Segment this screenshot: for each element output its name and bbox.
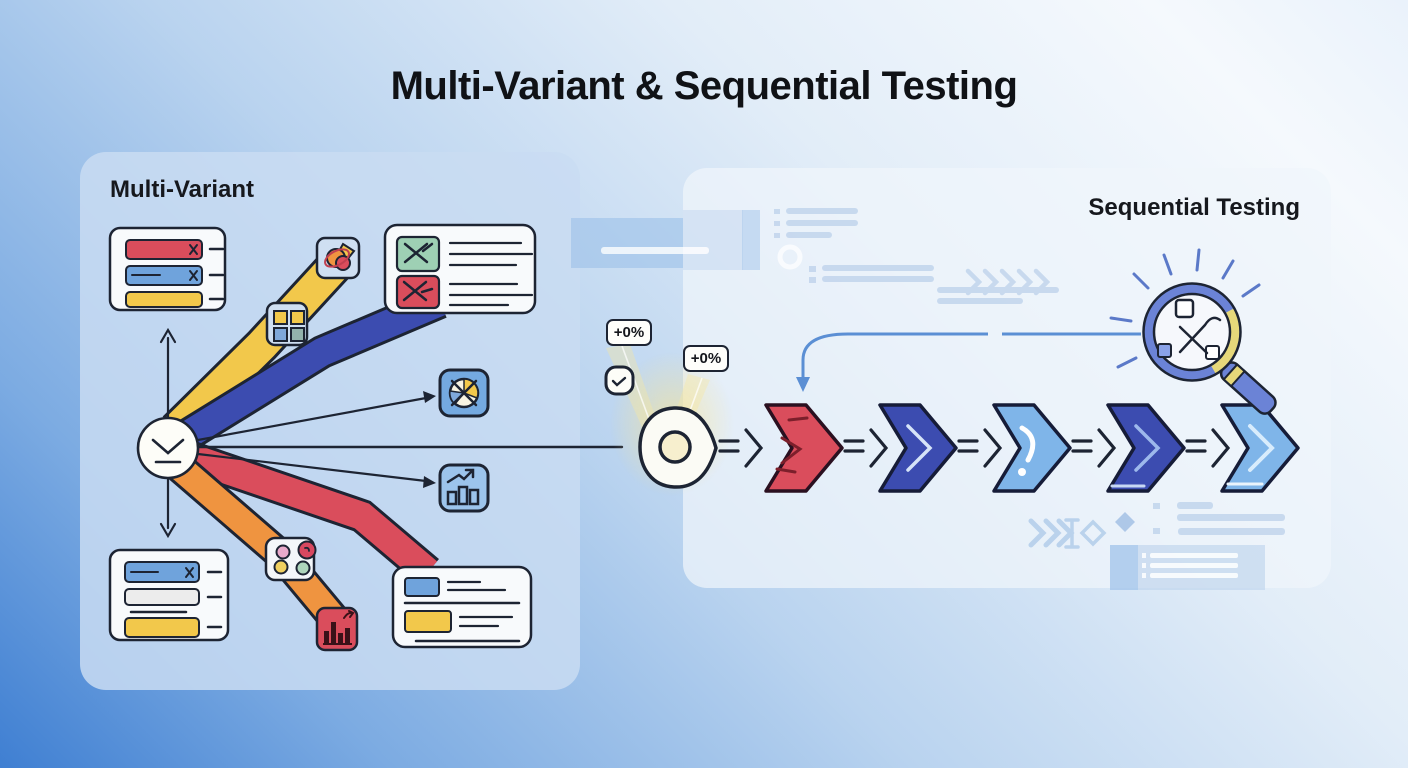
gray-bar bbox=[124, 588, 200, 606]
check-circle-icon bbox=[604, 365, 635, 396]
arrow-to-pie bbox=[196, 396, 428, 442]
ghost-diamond bbox=[1115, 512, 1135, 532]
ribbon-blue bbox=[178, 289, 446, 448]
blue-bar bbox=[125, 265, 203, 286]
ribbon-red bbox=[187, 444, 438, 583]
yellow-bar bbox=[124, 617, 200, 638]
red-chart-icon bbox=[315, 606, 359, 652]
uplift-badge-left: +0% bbox=[606, 319, 652, 346]
sequence-step-3-lightblue bbox=[992, 403, 1072, 493]
yellow-bar bbox=[404, 610, 452, 633]
ghost-cluster-bottom bbox=[1028, 502, 1285, 590]
ghost-line bbox=[601, 247, 709, 254]
page-title: Multi-Variant & Sequential Testing bbox=[390, 64, 1018, 108]
sequence-step-4-blue bbox=[1106, 403, 1186, 493]
ghost-block bbox=[571, 218, 683, 268]
variant-card-bottom-left bbox=[108, 548, 230, 642]
blue-bar bbox=[404, 577, 440, 597]
x-mark bbox=[189, 244, 198, 255]
sparkle-rays bbox=[1109, 248, 1261, 369]
ghost-chevrons-top bbox=[965, 268, 1051, 296]
audience-dots-icon bbox=[264, 536, 317, 582]
feedback-arrow bbox=[796, 332, 1141, 392]
variant-card-top-right bbox=[383, 223, 537, 315]
variant-arrows bbox=[159, 327, 624, 539]
bar-chart-icon bbox=[438, 463, 490, 513]
yellow-bar bbox=[125, 291, 203, 308]
sequential-testing-label: Sequential Testing bbox=[1088, 194, 1300, 221]
red-bar bbox=[125, 239, 203, 260]
sequence-step-5-lightblue bbox=[1220, 403, 1300, 493]
magnifier-handle bbox=[1219, 361, 1277, 415]
shape-cluster-icon bbox=[315, 236, 361, 280]
variant-hub bbox=[136, 416, 200, 480]
magnifier-glyphs bbox=[1157, 298, 1222, 360]
ghost-list-top bbox=[774, 208, 858, 238]
sequence-step-2-blue bbox=[878, 403, 958, 493]
variant-card-bottom-right bbox=[391, 565, 533, 649]
ghost-block bbox=[683, 210, 743, 270]
sequence-separators bbox=[718, 428, 1231, 468]
ghost-decorations bbox=[571, 208, 1285, 590]
blue-bar bbox=[124, 561, 200, 583]
eye-icon bbox=[638, 406, 718, 489]
sequence-step-1-red bbox=[764, 403, 844, 493]
ghost-block bbox=[742, 210, 760, 270]
ghost-list-mid bbox=[809, 265, 1059, 304]
variant-card-top-left bbox=[108, 226, 227, 312]
magnifier-icon bbox=[1109, 248, 1277, 415]
arrow-to-bar bbox=[196, 452, 428, 483]
multi-variant-label: Multi-Variant bbox=[110, 176, 255, 203]
pie-chart-icon bbox=[438, 368, 490, 418]
ghost-card-strip bbox=[1110, 545, 1138, 590]
grid-icon bbox=[265, 301, 309, 347]
ghost-list-bottom bbox=[1153, 502, 1285, 535]
uplift-badge-right: +0% bbox=[683, 345, 729, 372]
chevron-down-icon bbox=[151, 438, 185, 455]
ribbon-yellow bbox=[164, 247, 354, 442]
ghost-ring bbox=[777, 244, 803, 270]
